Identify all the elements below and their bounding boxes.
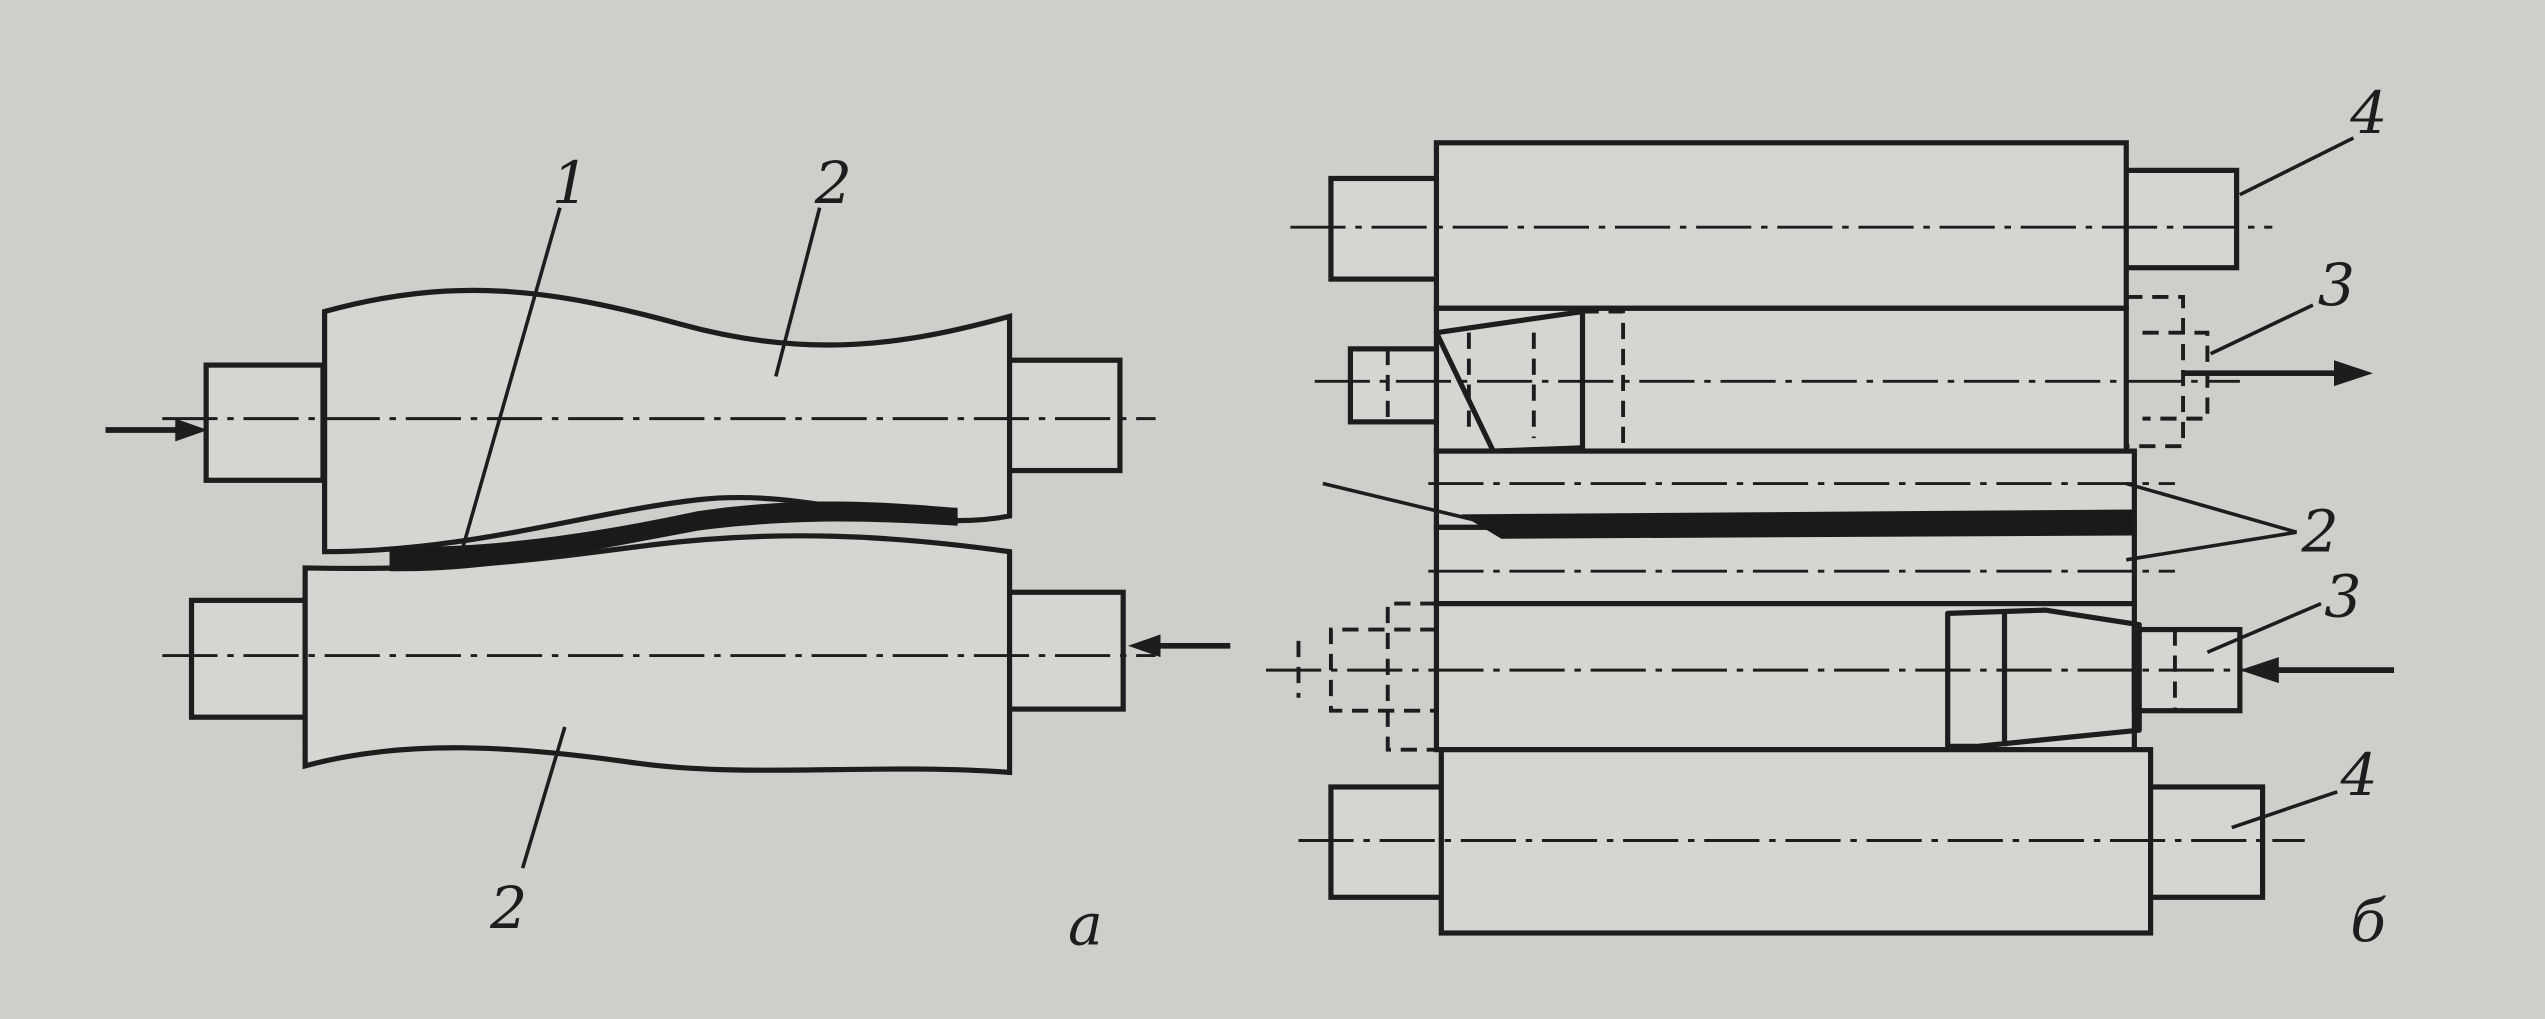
callout-cone-bottom: 3: [2324, 563, 2361, 631]
backup-top-right-neck: [2120, 167, 2240, 271]
work-roll-lower: [1433, 524, 2137, 607]
cone-top-cone: [1433, 308, 1586, 454]
callout-roll-top: 2: [814, 149, 852, 217]
cone-bottom-body: [1433, 601, 2137, 753]
leader-work-rolls: [2125, 481, 2298, 562]
backup-bottom-left-neck: [1328, 784, 1446, 900]
backup-top-left-neck: [1328, 175, 1441, 282]
top-roll-body: [322, 287, 1013, 555]
strip-b-entry: [1322, 481, 1486, 525]
callout-cone-top: 3: [2318, 251, 2355, 319]
strip-b: [1460, 509, 2135, 539]
callout-backup-top: 4: [2349, 79, 2387, 147]
feed-arrow-right: [1128, 634, 1231, 658]
figure-b-label: б: [2350, 887, 2386, 955]
callout-roll-bottom: 2: [489, 874, 527, 942]
cone-top-body: [1433, 305, 2129, 454]
figure-b: 4 3 2 3 4 б: [1266, 79, 2395, 955]
leader-roll-bottom: [520, 726, 567, 869]
top-roll-right-neck: [1003, 357, 1123, 474]
top-roll-left-neck: [203, 362, 326, 483]
leader-roll-top: [774, 207, 822, 377]
leader-cone-bottom: [2206, 601, 2322, 654]
feed-arrow-left: [105, 418, 208, 442]
figure-a: 1 2 2 а: [105, 149, 1231, 958]
leader-backup-bottom: [2231, 790, 2338, 830]
exit-arrow: [2183, 360, 2373, 387]
figure-a-label: а: [1068, 890, 1103, 958]
callout-work-rolls: 2: [2301, 498, 2339, 566]
callout-backup-bottom: 4: [2339, 741, 2377, 809]
leader-strip: [460, 207, 562, 549]
bottom-roll-right-neck: [1003, 589, 1126, 712]
callout-strip: 1: [552, 149, 589, 217]
bottom-roll-left-neck: [188, 597, 308, 720]
backup-top-body: [1433, 140, 2129, 311]
backup-bottom-right-neck: [2146, 784, 2266, 900]
strip: [389, 501, 958, 572]
leader-backup-top: [2239, 136, 2355, 197]
entry-arrow: [2239, 657, 2395, 684]
cone-top-left-neck: [1347, 346, 1440, 425]
leader-cone-top: [2209, 303, 2314, 356]
cone-bottom-cone: [1945, 607, 2142, 749]
